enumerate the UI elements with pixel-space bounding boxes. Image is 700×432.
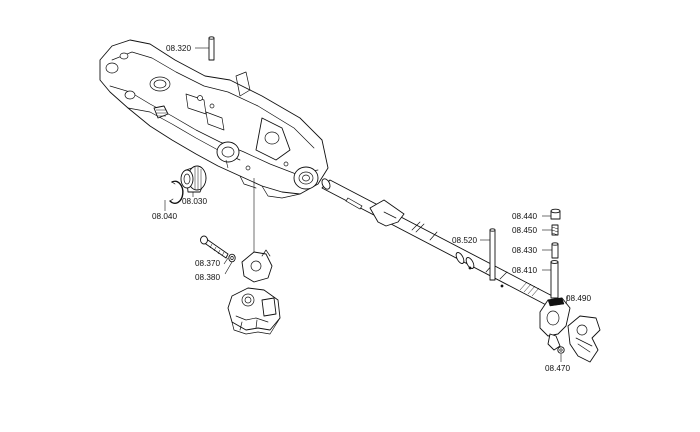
shift-shaft <box>321 178 561 309</box>
label-08-440: 08.440 <box>512 212 537 221</box>
part-08-430-detent: 08.430 <box>512 242 559 259</box>
shift-fork-lever <box>539 297 571 351</box>
label-08-430: 08.430 <box>512 246 537 255</box>
lower-shift-fork <box>227 249 281 335</box>
part-08-520-pin: 08.520 <box>452 228 496 281</box>
label-08-380: 08.380 <box>195 273 220 282</box>
part-08-440-plug: 08.440 <box>512 208 561 221</box>
part-08-040-circlip: 08.040 <box>152 180 184 221</box>
label-08-450: 08.450 <box>512 226 537 235</box>
label-08-520: 08.520 <box>452 236 477 245</box>
part-08-030-bearing: 08.030 <box>180 165 207 206</box>
part-08-470-nut: 08.470 <box>545 346 570 373</box>
part-08-490-plate: 08.490 <box>565 294 601 363</box>
label-08-490: 08.490 <box>566 294 591 303</box>
part-08-370-screw: 08.370 <box>195 235 229 268</box>
label-08-410: 08.410 <box>512 266 537 275</box>
part-08-380-washer: 08.380 <box>195 253 236 282</box>
label-08-040: 08.040 <box>152 212 177 221</box>
label-08-320: 08.320 <box>166 44 191 53</box>
label-08-470: 08.470 <box>545 364 570 373</box>
label-08-370: 08.370 <box>195 259 220 268</box>
part-08-410-pin: 08.410 <box>512 260 559 299</box>
part-08-450-spring: 08.450 <box>512 224 559 236</box>
housing <box>99 39 329 199</box>
part-08-320-pin: 08.320 <box>166 36 215 61</box>
label-08-030: 08.030 <box>182 197 207 206</box>
